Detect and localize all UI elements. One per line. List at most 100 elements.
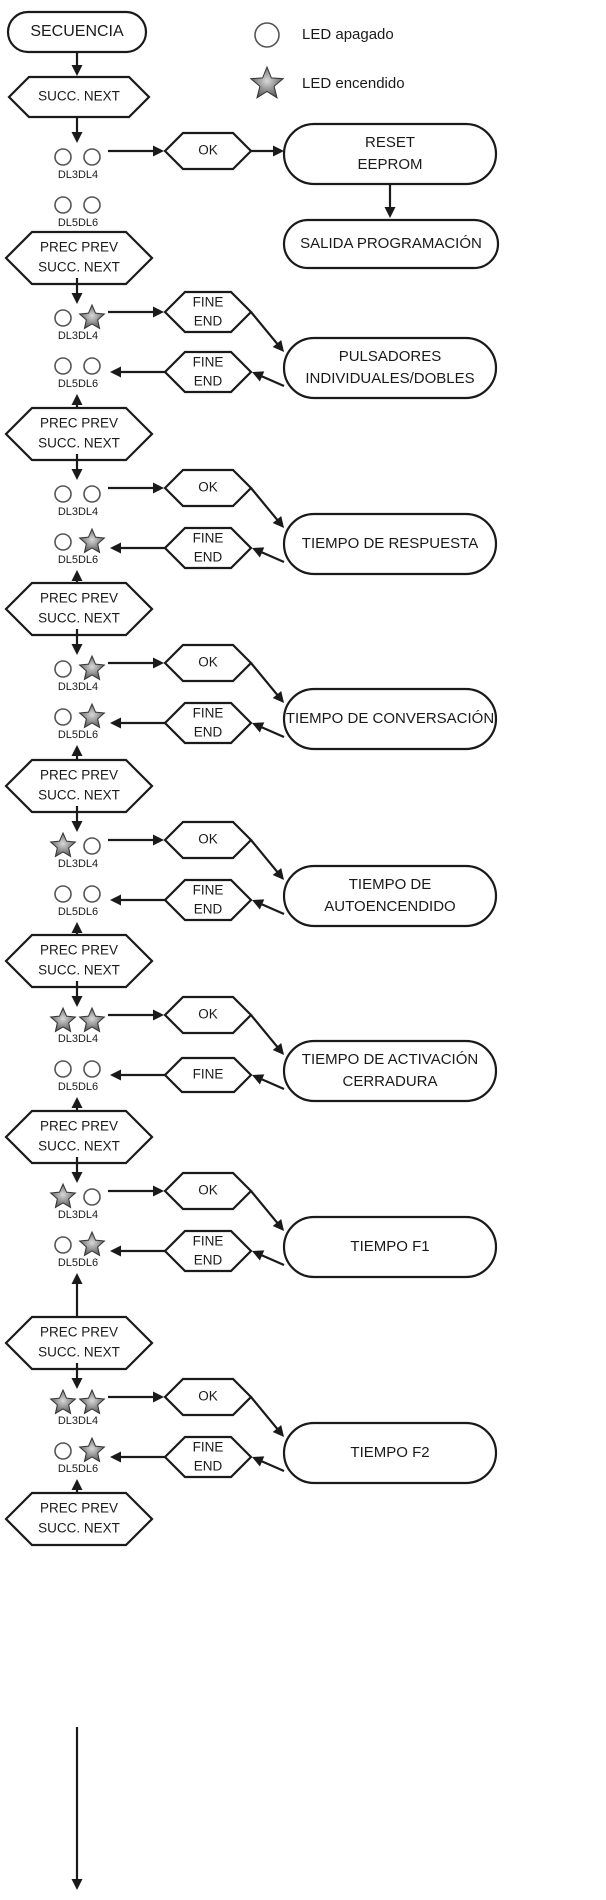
step-7-title: TIEMPO F1 [350,1238,429,1255]
hex-prev-next-7 [4,1315,154,1371]
arrow-end-head [71,1879,83,1890]
step-5-arrow-exit-to-leds-head [110,894,121,906]
step-6-hex-exit [163,1056,253,1094]
step-6-arrow-enter-box-head [272,1043,284,1055]
hex-prev-5-label: PREC PREV [40,943,118,958]
step-7-arrow-to-enter-head [153,1185,164,1197]
step-2-hex-exit-fine: FINE [193,355,224,370]
step-2-arrow-box-to-exit-head [252,371,265,382]
step-2-label-dl5dl6: DL5DL6 [58,378,98,390]
step-2-arrow-down-head [71,293,83,304]
step-2-arrow-to-enter-head [153,306,164,318]
step-5-label-dl3dl4: DL3DL4 [58,858,98,870]
step-3-arrow-exit-to-leds-head [110,542,121,554]
step-8-arrow-enter-box-head [272,1425,284,1437]
step-8-hex-exit-end: END [194,1459,223,1474]
step-6-arrow-down-head [71,996,83,1007]
step-1-led-dl3-circle-icon [54,148,72,166]
hex-prev-2-label: PREC PREV [40,416,118,431]
step-7-led-dl4-circle-icon [83,1188,101,1206]
step-7-hex-exit [163,1229,253,1273]
step-7-arrow-box-to-exit-line [259,1253,285,1267]
step-6-title-line2: CERRADURA [342,1073,437,1090]
step-2-arrow-enter-box-head [272,340,284,352]
step-4-hex-enter-label: OK [198,655,218,670]
step-2-led-dl3-circle-icon [54,309,72,327]
step-7-led-dl6-star-icon [78,1230,106,1257]
step-5-led-dl4-circle-icon [83,837,101,855]
step-1-led-dl5-circle-icon [54,196,72,214]
step-3-led-dl6-star-icon [78,527,106,554]
step-8-arrow-exit-to-leds-head [110,1451,121,1463]
step-3-arrow-enter-box-line [250,487,280,522]
step-3-hex-exit [163,526,253,570]
step-1-title-line1: RESET [365,134,415,151]
hex-prev-next-2 [4,406,154,462]
hex-prev-3-label: PREC PREV [40,591,118,606]
step-7-arrow-exit-to-leds-head [110,1245,121,1257]
step-7-hex-exit-end: END [194,1253,223,1268]
step-1-led-dl6-circle-icon [83,196,101,214]
step-5-arrow-box-to-exit-line [259,902,285,916]
hex-prev-6-label: PREC PREV [40,1119,118,1134]
step-1-arrow-to-enter-head [153,145,164,157]
step-5-arrow-up-head [71,922,83,933]
step-4-led-dl6-star-icon [78,702,106,729]
step-7-led-dl5-circle-icon [54,1236,72,1254]
step-7-arrow-down-head [71,1172,83,1183]
step-2-function-box [282,336,498,400]
step-2-led-dl4-star-icon [78,303,106,330]
step-4-arrow-down-head [71,644,83,655]
step-8-hex-exit-fine: FINE [193,1440,224,1455]
hex-next-1-label: SUCC. NEXT [38,260,120,275]
step-4-label-dl5dl6: DL5DL6 [58,729,98,741]
hex-next-0-label: SUCC. NEXT [38,89,120,104]
step-5-arrow-down-head [71,821,83,832]
step-2-title-line1: PULSADORES [339,348,442,365]
step-4-arrow-enter-box-head [272,691,284,703]
step-2-arrow-up-head [71,394,83,405]
step-5-hex-enter-label: OK [198,832,218,847]
step-2-hex-enter-fine: FINE [193,295,224,310]
step-6-arrow-box-to-exit-head [252,1074,265,1085]
hex-next-2-label: SUCC. NEXT [38,436,120,451]
hex-next-8-label: SUCC. NEXT [38,1521,120,1536]
step-6-led-dl6-circle-icon [83,1060,101,1078]
step-3-led-dl5-circle-icon [54,533,72,551]
step-8-arrow-enter-box-line [250,1396,280,1431]
step-3-arrow-box-to-exit-head [252,547,265,558]
step-4-arrow-box-to-exit-line [259,725,285,739]
step-8-arrow-box-to-exit-head [252,1456,265,1467]
step-2-arrow-box-to-exit-line [259,374,285,388]
legend-led-on-star-icon [249,65,285,99]
legend-led-off-label: LED apagado [302,26,394,43]
step-6-function-box [282,1039,498,1103]
step-1-title-line2: EEPROM [357,156,422,173]
step-4-hex-exit [163,701,253,745]
step-8-led-dl6-star-icon [78,1436,106,1463]
step-3-led-dl4-circle-icon [83,485,101,503]
step-6-hex-exit-fine: FINE [193,1067,224,1082]
step-8-label-dl5dl6: DL5DL6 [58,1463,98,1475]
step-5-led-dl6-circle-icon [83,885,101,903]
step-6-led-dl3-star-icon [49,1006,77,1033]
step-5-label-dl5dl6: DL5DL6 [58,906,98,918]
step-7-label-dl5dl6: DL5DL6 [58,1257,98,1269]
step-1-arrow-down-head [71,132,83,143]
step-3-hex-exit-end: END [194,550,223,565]
step-2-arrow-enter-box-line [250,311,280,346]
step-8-arrow-to-enter-head [153,1391,164,1403]
step-6-led-dl4-star-icon [78,1006,106,1033]
step-4-arrow-box-to-exit-head [252,722,265,733]
step-7-led-dl3-star-icon [49,1182,77,1209]
hex-prev-1-label: PREC PREV [40,240,118,255]
step-4-hex-exit-end: END [194,725,223,740]
step-1-label-dl3dl4: DL3DL4 [58,169,98,181]
salida-box [282,218,500,270]
step-3-arrow-box-to-exit-line [259,550,285,564]
step-5-led-dl3-star-icon [49,831,77,858]
step-3-led-dl3-circle-icon [54,485,72,503]
legend-led-on-label: LED encendido [302,75,405,92]
